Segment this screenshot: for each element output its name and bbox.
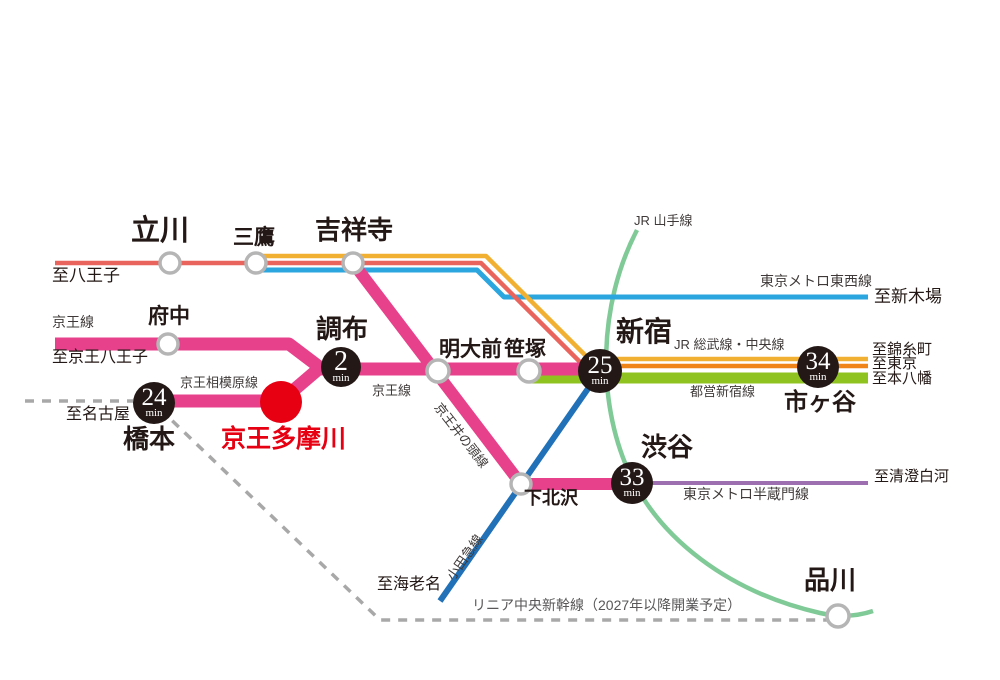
station-label-hashimoto: 橋本 (123, 425, 176, 454)
station-label-kichijoji: 吉祥寺 (315, 216, 394, 245)
station-label-shibuya: 渋谷 (641, 433, 694, 462)
station-circle-meidaimae (425, 358, 451, 384)
destination-label-nagoya: 至名古屋 (66, 406, 131, 423)
station-circle-kichijoji (341, 251, 365, 275)
line-label-hanzomon: 東京メトロ半蔵門線 (683, 486, 809, 502)
travel-time-minutes: 33 (619, 463, 645, 491)
line-label-jr-yamanote: JR 山手線 (634, 213, 693, 228)
destination-label-tokyo: 至東京 (872, 356, 918, 372)
travel-time-badge-shibuya: 33 min (611, 462, 653, 504)
travel-time-badge-shinjuku: 25 min (578, 349, 622, 393)
station-circle-mitaka (244, 251, 268, 275)
line-label-jr-sobu-chuo: JR 総武線・中央線 (674, 337, 785, 352)
station-label-shimokitazawa: 下北沢 (524, 488, 578, 508)
travel-time-badge-hashimoto: 24 min (133, 382, 175, 424)
station-label-sasazuka: 笹塚 (504, 337, 546, 361)
station-circle-fuchu (156, 332, 180, 356)
jr-sobu-line-path (256, 253, 868, 362)
travel-time-unit: min (623, 487, 641, 500)
station-circle-shinagawa (825, 603, 851, 629)
travel-time-minutes: 24 (141, 383, 167, 411)
travel-time-unit: min (591, 375, 609, 388)
station-label-shinagawa: 品川 (804, 566, 857, 595)
station-circle-tachikawa (158, 251, 182, 275)
keio-tamagawa-station-dot (260, 381, 302, 423)
line-label-keio-east: 京王線 (372, 383, 412, 398)
travel-time-unit: min (809, 371, 827, 384)
station-circle-sasazuka (516, 358, 542, 384)
travel-time-unit: min (332, 372, 350, 385)
line-label-keio-west: 京王線 (52, 314, 94, 330)
travel-time-badge-ichigaya: 34 min (797, 346, 839, 388)
station-label-tachikawa: 立川 (131, 215, 190, 247)
travel-time-badge-chofu: 2 min (321, 347, 361, 387)
jr-chuo-line-path (55, 260, 586, 368)
line-label-toei-shinjuku: 都営新宿線 (690, 384, 756, 399)
station-label-keio-tamagawa: 京王多摩川 (221, 426, 347, 453)
station-label-ichigaya: 市ヶ谷 (784, 390, 856, 416)
tozai-line-path (256, 267, 868, 300)
station-label-mitaka: 三鷹 (233, 225, 275, 249)
destination-label-shin-kiba: 至新木場 (874, 287, 942, 306)
travel-time-unit: min (145, 407, 163, 420)
travel-time-minutes: 25 (587, 351, 613, 379)
station-label-fuchu: 府中 (148, 304, 190, 328)
destination-label-keio-hachioji: 至京王八王子 (52, 349, 149, 366)
travel-time-minutes: 34 (805, 347, 831, 375)
line-label-keio-sagamihara: 京王相模原線 (180, 375, 259, 390)
station-label-chofu: 調布 (316, 315, 369, 344)
destination-label-kiyosumi-shirakawa: 至清澄白河 (874, 469, 950, 485)
destination-label-moto-yawata: 至本八幡 (872, 371, 933, 387)
station-circle-shimokitazawa (509, 472, 533, 496)
destination-label-kinshicho: 至錦糸町 (872, 342, 933, 358)
line-label-linear-shinkansen: リニア中央新幹線（2027年以降開業予定） (472, 597, 742, 613)
line-label-tozai: 東京メトロ東西線 (760, 273, 872, 289)
destination-label-ebina: 至海老名 (377, 576, 442, 593)
station-label-meidaimae: 明大前 (439, 337, 502, 361)
station-circles (156, 251, 851, 629)
travel-time-minutes: 2 (334, 345, 348, 377)
station-label-shinjuku: 新宿 (616, 317, 673, 348)
destination-label-hachioji: 至八王子 (52, 266, 120, 285)
